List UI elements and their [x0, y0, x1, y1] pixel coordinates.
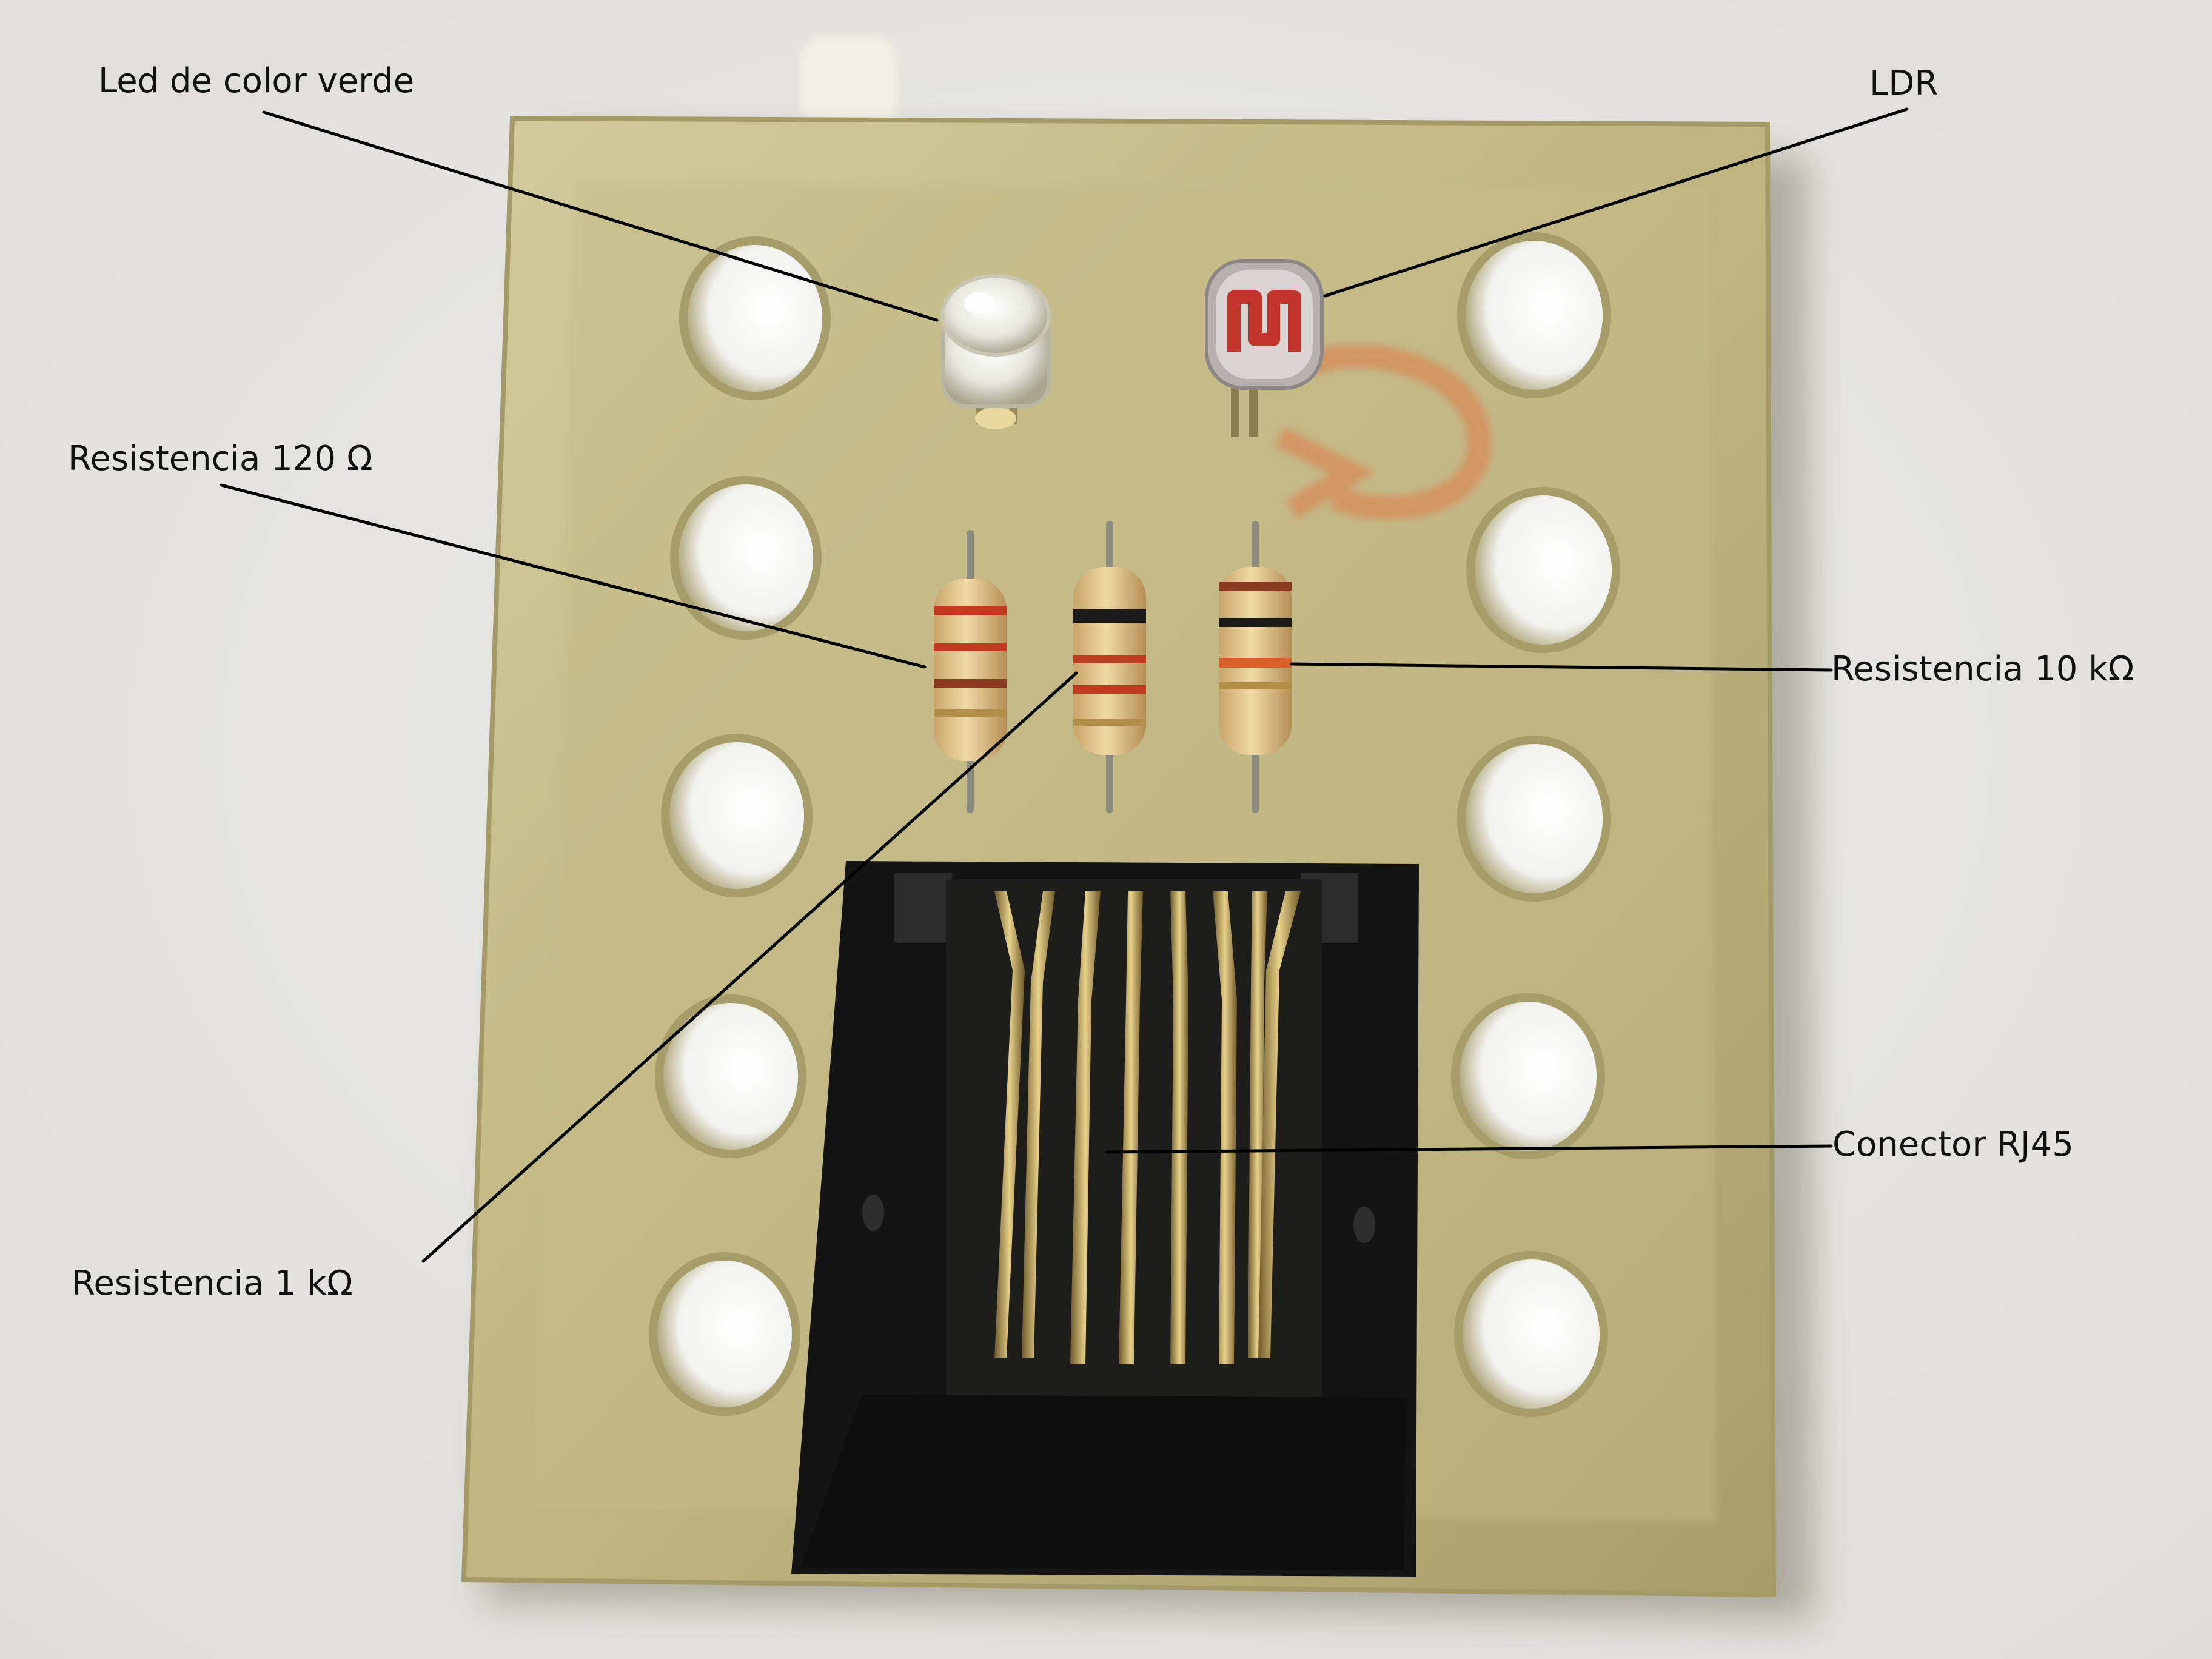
resistor-leads [967, 521, 1259, 813]
holes-left [649, 236, 831, 1416]
hole [1454, 1251, 1608, 1417]
hole [1457, 232, 1611, 398]
hole [1466, 487, 1620, 653]
label-resistor-120: Resistencia 120 Ω [68, 439, 373, 478]
rj45-pin [1070, 891, 1101, 1364]
leader-r120 [220, 483, 927, 669]
holes-right [1451, 232, 1620, 1417]
ldr-sensor [1205, 259, 1324, 437]
leader-rj45 [1105, 1144, 1833, 1154]
resistor-1k [1073, 567, 1146, 755]
resistor-10k [1219, 567, 1292, 755]
hole [670, 476, 822, 640]
leader-led [262, 110, 939, 322]
board-nub [800, 36, 897, 127]
rj45-pin [1258, 891, 1301, 1358]
hole [655, 994, 806, 1158]
leader-r1k [421, 671, 1078, 1263]
hole [661, 734, 813, 897]
hole [649, 1252, 800, 1416]
label-rj45: Conector RJ45 [1832, 1125, 2074, 1164]
resistor-120-ohm [934, 579, 1007, 761]
rj45-pin [994, 891, 1025, 1358]
label-ldr: LDR [1869, 64, 1938, 103]
rj45-pin [1119, 891, 1143, 1364]
silkscreen-mark [1274, 344, 1492, 520]
rj45-pin [1248, 891, 1267, 1358]
hole [1457, 736, 1611, 902]
rj45-pin [1022, 891, 1055, 1358]
label-resistor-10k: Resistencia 10 kΩ [1831, 649, 2134, 689]
leader-ldr [1323, 107, 1909, 298]
leader-lines [220, 107, 1909, 1263]
rj45-pin [1170, 891, 1188, 1364]
hole [1451, 993, 1605, 1159]
label-led: Led de color verde [98, 61, 414, 101]
green-led [940, 274, 1051, 429]
leader-r10k [1290, 662, 1833, 672]
rj45-connector [791, 861, 1419, 1577]
hole [679, 236, 831, 400]
label-resistor-1k: Resistencia 1 kΩ [72, 1264, 353, 1303]
rj45-pins [994, 891, 1301, 1364]
rj45-pin [1213, 891, 1237, 1364]
